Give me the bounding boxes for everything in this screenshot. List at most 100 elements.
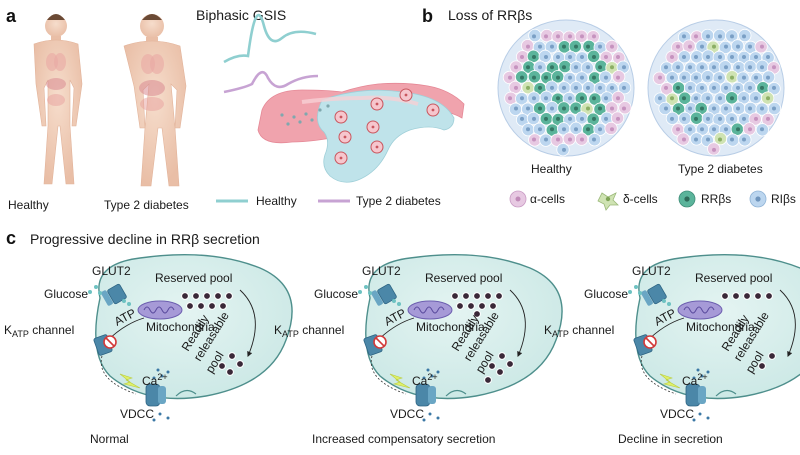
panel-a-title: Biphasic GSIS (196, 7, 286, 23)
insulin-vesicle (451, 292, 459, 300)
rib-cell-nucleus (748, 65, 752, 70)
rrb-cell-nucleus (520, 75, 524, 80)
calcium-label: Ca2+ (412, 372, 438, 388)
rib-cell-nucleus (688, 65, 692, 70)
rrb-cell-nucleus (700, 106, 704, 111)
rib-cell-nucleus (670, 116, 674, 121)
glucose-molecules-icon (88, 285, 131, 306)
rib-cell-nucleus (694, 54, 698, 59)
rib-cell-nucleus (754, 96, 758, 101)
delta-cell-nucleus (766, 96, 770, 101)
rib-cell-nucleus (598, 44, 602, 49)
rib-cell-nucleus (688, 106, 692, 111)
rib-cell-nucleus (544, 54, 548, 59)
rib-cell-nucleus (730, 34, 734, 39)
rib-cell-nucleus (670, 75, 674, 80)
glut2-transporter-icon (641, 283, 667, 306)
rrb-cell-nucleus (682, 96, 686, 101)
rib-cell-nucleus (730, 54, 734, 59)
rrp-vesicles (758, 352, 776, 370)
rrb-cell-nucleus (526, 65, 530, 70)
alpha-cell-nucleus (694, 34, 698, 39)
calcium-label: Ca2+ (142, 372, 168, 388)
alpha-cell-nucleus (514, 65, 518, 70)
rrb-cell-nucleus (556, 96, 560, 101)
vdcc-label: VDCC (120, 407, 154, 421)
rrp-vesicles (218, 352, 244, 376)
reserved-pool-vesicles (181, 292, 233, 310)
glucose-label: Glucose (44, 287, 88, 301)
pancreas-icon (257, 82, 465, 183)
alpha-cell-nucleus (616, 116, 620, 121)
vdcc-label: VDCC (660, 407, 694, 421)
legend-healthy-label: Healthy (256, 194, 297, 208)
alpha-cell-nucleus (616, 96, 620, 101)
alpha-cell-nucleus (508, 96, 512, 101)
panel-b-title: Loss of RRβs (448, 7, 532, 23)
rib-cell-nucleus (742, 96, 746, 101)
rib-cell-nucleus (574, 127, 578, 132)
reserved-pool-vesicles (451, 292, 503, 318)
rib-cell-nucleus (724, 65, 728, 70)
rib-cell-nucleus (712, 85, 716, 90)
rib-cell-nucleus (730, 116, 734, 121)
vdcc-channel-icon (145, 383, 166, 407)
rib-legend-label: RIβs (771, 192, 796, 206)
rib-cell-nucleus (724, 127, 728, 132)
rib-cell-nucleus (718, 96, 722, 101)
rrb-cell-nucleus (562, 44, 566, 49)
rib-cell-nucleus (532, 96, 536, 101)
alpha-cell-nucleus (622, 106, 626, 111)
rrb-cell-nucleus (544, 75, 548, 80)
rrb-cell-nucleus (592, 96, 596, 101)
alpha-cell-nucleus (610, 127, 614, 132)
t2d-gsis-curve (223, 70, 319, 94)
mitochondria-label: Mitochondria (686, 320, 755, 334)
rib-cell-nucleus (676, 65, 680, 70)
rrb-cell-nucleus (586, 44, 590, 49)
rib-legend-icon (749, 190, 767, 208)
rib-cell-nucleus (664, 65, 668, 70)
rrb-cell-nucleus (592, 116, 596, 121)
alpha-cell-nucleus (580, 34, 584, 39)
t2d-islet (647, 19, 785, 157)
rib-cell-nucleus (538, 127, 542, 132)
alpha-cell-nucleus (712, 147, 716, 152)
rrb-cell-nucleus (532, 54, 536, 59)
rib-cell-nucleus (598, 127, 602, 132)
insulin-vesicle (496, 368, 504, 376)
katp-channel-label: KATP channel (274, 323, 344, 339)
rrb-cell-nucleus (550, 127, 554, 132)
insulin-vesicle (218, 362, 226, 370)
rrb-cell-nucleus (592, 54, 596, 59)
rrb-cell-nucleus (562, 65, 566, 70)
rib-cell-nucleus (532, 34, 536, 39)
alpha-cell-legend-icon (509, 190, 527, 208)
insulin-vesicle (506, 360, 514, 368)
rib-cell-nucleus (772, 85, 776, 90)
rrb-cell-nucleus (556, 75, 560, 80)
rib-cell-nucleus (544, 96, 548, 101)
alpha-cell-nucleus (532, 137, 536, 142)
rrb-cell-nucleus (694, 116, 698, 121)
depolarization-path (100, 355, 137, 395)
vdcc-channel-icon (685, 383, 706, 407)
alpha-cell-nucleus (508, 75, 512, 80)
glut2-label: GLUT2 (632, 264, 671, 278)
rib-cell-nucleus (718, 75, 722, 80)
rrb-cell-nucleus (598, 106, 602, 111)
rib-cell-nucleus (682, 34, 686, 39)
rib-cell-nucleus (742, 116, 746, 121)
alpha-cell-nucleus (544, 34, 548, 39)
insulin-vesicle (208, 302, 216, 310)
rib-cell-nucleus (580, 75, 584, 80)
calcium-ions-icon (692, 368, 710, 422)
katp-channel-icon (633, 334, 657, 356)
delta-cell-nucleus (670, 96, 674, 101)
healthy-figure-label: Healthy (8, 198, 49, 212)
rib-cell-nucleus (700, 65, 704, 70)
glucose-label: Glucose (584, 287, 628, 301)
rib-cell-nucleus (706, 34, 710, 39)
healthy-islet (497, 19, 635, 157)
